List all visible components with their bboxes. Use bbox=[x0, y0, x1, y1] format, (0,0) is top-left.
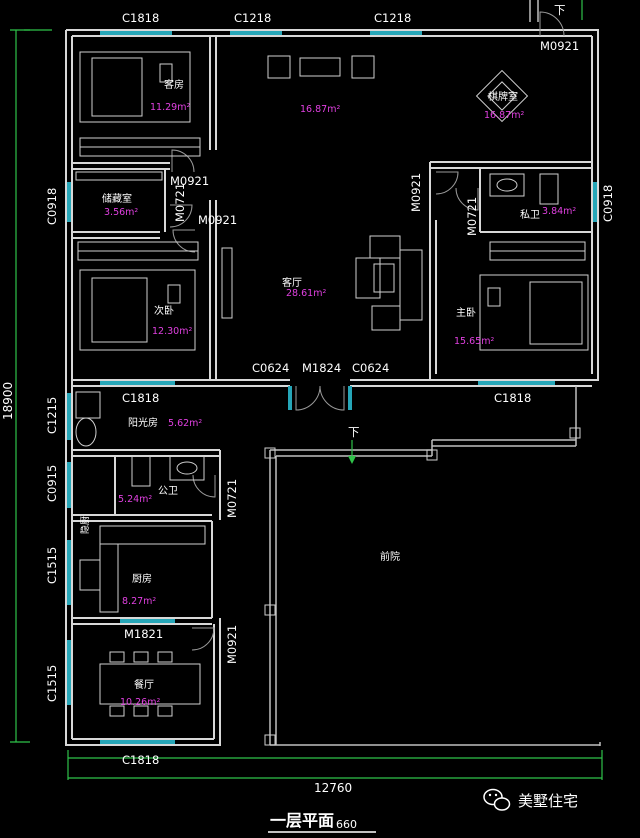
code-c1818-master: C1818 bbox=[494, 391, 531, 405]
code-c1515-dining: C1515 bbox=[45, 665, 59, 702]
room-name-guest: 客房 bbox=[164, 78, 184, 91]
dimension-width: 12760 bbox=[314, 781, 352, 795]
opening-codes: C1818 C1218 C1218 M0921 下 M0921 M0721 M0… bbox=[45, 3, 615, 767]
code-m0721-bath: M0721 bbox=[465, 197, 479, 236]
code-m0921-second: M0921 bbox=[198, 213, 237, 227]
walls bbox=[65, 0, 601, 746]
room-area-bath-master: 3.84m² bbox=[542, 206, 576, 217]
code-top-c1818: C1818 bbox=[122, 11, 159, 25]
code-c0915: C0915 bbox=[45, 465, 59, 502]
code-m1821: M1821 bbox=[124, 627, 163, 641]
room-area-living: 28.61m² bbox=[286, 288, 326, 299]
code-c0624-b: C0624 bbox=[352, 361, 389, 375]
room-name-bath-master: 私卫 bbox=[520, 209, 540, 221]
code-c1515-kitchen: C1515 bbox=[45, 547, 59, 584]
plan-title-group: 一层平面 660 bbox=[268, 811, 376, 833]
code-top-c1218-b: C1218 bbox=[374, 11, 411, 25]
room-name-second-bed: 次卧 bbox=[154, 304, 174, 317]
windows bbox=[67, 31, 597, 744]
code-m0921-top: M0921 bbox=[540, 39, 579, 53]
room-name-public-bath: 公卫 bbox=[158, 486, 178, 497]
room-name-sunroom: 阳光房 bbox=[128, 416, 158, 429]
room-area-sunroom: 5.62m² bbox=[168, 418, 202, 429]
room-area-public-bath: 5.24m² bbox=[118, 494, 152, 505]
room-area-master-bed: 15.65m² bbox=[454, 336, 494, 347]
code-c0918-left: C0918 bbox=[45, 188, 59, 225]
room-area-living-upper: 16.87m² bbox=[300, 104, 340, 115]
columns bbox=[264, 427, 581, 746]
code-down-top: 下 bbox=[554, 3, 566, 17]
code-down-entry: 下 bbox=[348, 425, 360, 439]
code-c1818-second: C1818 bbox=[122, 391, 159, 405]
code-c0624-a: C0624 bbox=[252, 361, 289, 375]
room-area-storage: 3.56m² bbox=[104, 207, 138, 218]
wechat-icon bbox=[483, 788, 511, 811]
plan-title: 一层平面 bbox=[270, 811, 334, 830]
room-area-guest: 11.29m² bbox=[150, 102, 190, 113]
code-top-c1218-a: C1218 bbox=[234, 11, 271, 25]
room-name-living: 客厅 bbox=[282, 276, 302, 289]
code-m0921-master: M0921 bbox=[409, 173, 423, 212]
room-area-dining: 10.26m² bbox=[120, 697, 160, 708]
doors bbox=[169, 11, 565, 651]
code-c1818-bottom: C1818 bbox=[122, 753, 159, 767]
code-m0921-storage: M0921 bbox=[170, 174, 209, 188]
code-m0721-pub: M0721 bbox=[225, 479, 239, 518]
room-name-storage: 储藏室 bbox=[102, 192, 132, 205]
title-scale: 660 bbox=[336, 818, 357, 831]
code-c0918-right: C0918 bbox=[601, 185, 615, 222]
watermark-brand: 美墅住宅 bbox=[518, 792, 578, 810]
code-m1824: M1824 bbox=[302, 361, 341, 375]
code-kitchen-side: 隐厨 bbox=[79, 516, 91, 534]
room-name-mahjong: 棋牌室 bbox=[488, 90, 518, 103]
room-name-kitchen: 厨房 bbox=[132, 572, 152, 585]
code-m0721-storage: M0721 bbox=[173, 183, 187, 222]
room-area-mahjong: 16.87m² bbox=[484, 110, 524, 121]
room-area-second-bed: 12.30m² bbox=[152, 326, 192, 337]
arrows bbox=[348, 440, 356, 464]
watermark: 美墅住宅 bbox=[483, 788, 578, 811]
room-name-dining: 餐厅 bbox=[134, 678, 154, 691]
code-c1215: C1215 bbox=[45, 397, 59, 434]
room-name-master-bed: 主卧 bbox=[456, 306, 476, 319]
code-m0921-dining: M0921 bbox=[225, 625, 239, 664]
room-area-kitchen: 8.27m² bbox=[122, 596, 156, 607]
dimension-lines bbox=[10, 0, 603, 780]
room-name-front-yard: 前院 bbox=[380, 550, 400, 563]
dimension-height: 18900 bbox=[1, 382, 15, 420]
overall-dimensions: 18900 12760 bbox=[1, 382, 352, 795]
furniture bbox=[75, 51, 589, 717]
room-labels: 客房 11.29m² 16.87m² 棋牌室 16.87m² 储藏室 3.56m… bbox=[102, 78, 576, 708]
